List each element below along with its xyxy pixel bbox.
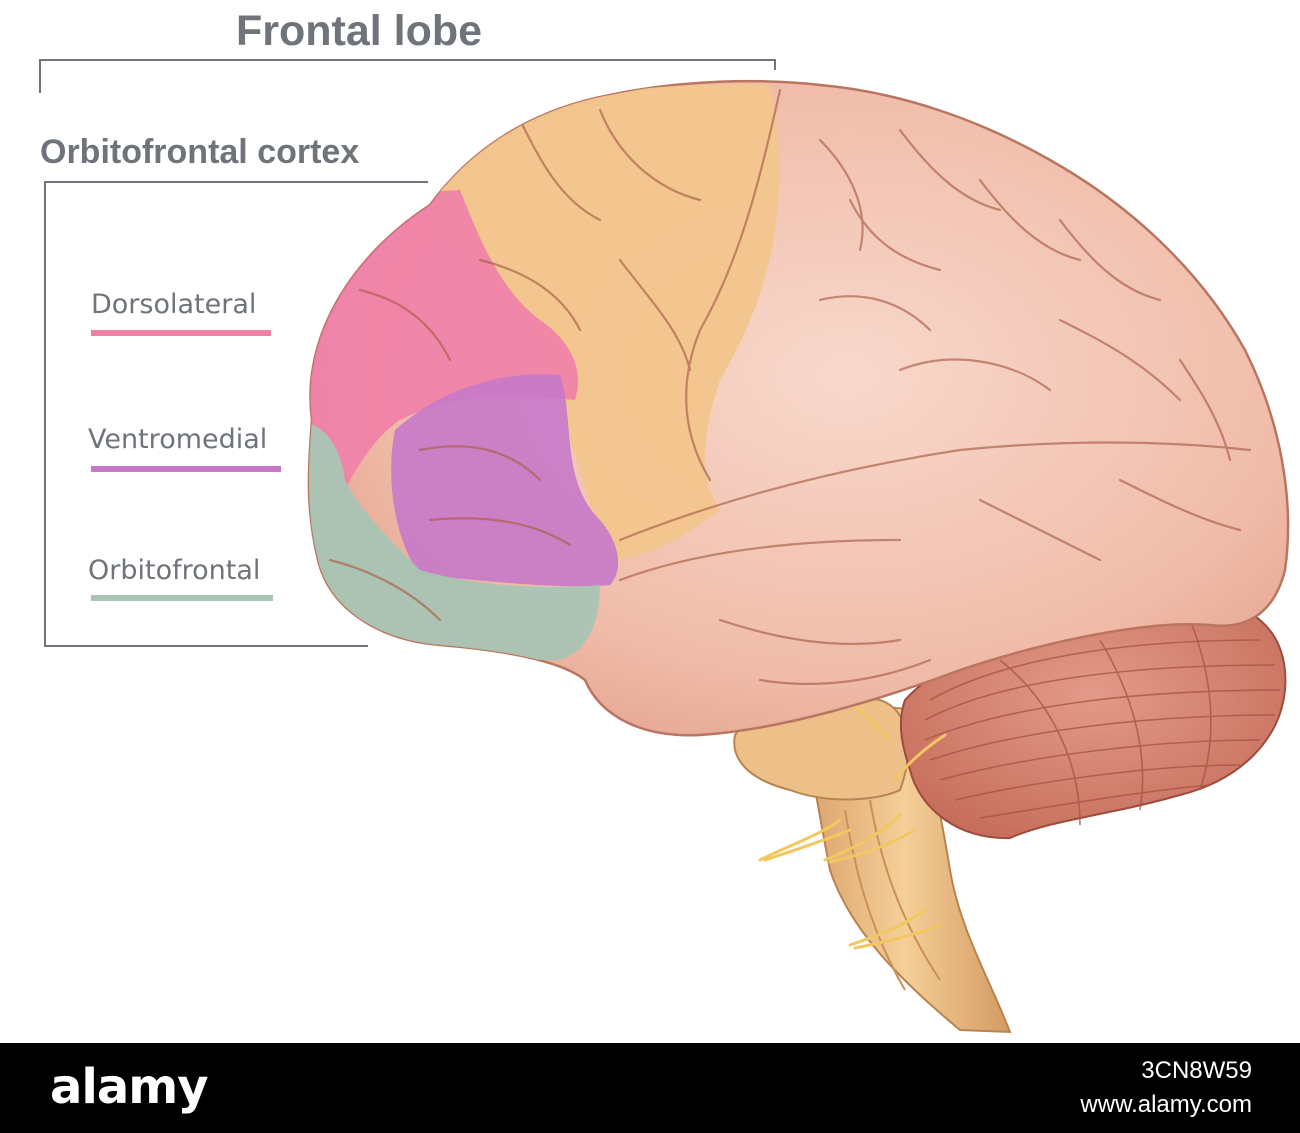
legend-label-dorsolateral: Dorsolateral [91,289,257,320]
image-id: 3CN8W59 [1141,1057,1252,1084]
orbitofrontal-region [308,420,600,660]
orbitofrontal-cortex-title: Orbitofrontal cortex [40,133,360,171]
dorsolateral-legend-bar [91,330,271,336]
frontal-lobe-title: Frontal lobe [236,7,483,55]
footer-bar: alamy 3CN8W59 www.alamy.com [0,1043,1300,1133]
frontal-motor-region [440,84,780,561]
brain-diagram-canvas: Frontal lobe Orbitofrontal cortex Dorsol… [39,7,1290,1034]
ventromedial-legend-bar [91,466,281,472]
legend-label-ventromedial: Ventromedial [88,424,268,455]
brain-illustration [39,59,1290,1034]
legend-label-orbitofrontal: Orbitofrontal [88,555,261,586]
source-url: www.alamy.com [1080,1091,1252,1118]
orbitofrontal-legend-bar [91,595,273,601]
orbitofrontal-cortex-bracket [44,181,428,647]
alamy-logo: alamy [50,1059,209,1115]
ventromedial-region [391,374,619,587]
frontal-lobe-bracket [39,59,776,93]
label-brackets [39,59,776,647]
cerebrum [307,79,1290,737]
